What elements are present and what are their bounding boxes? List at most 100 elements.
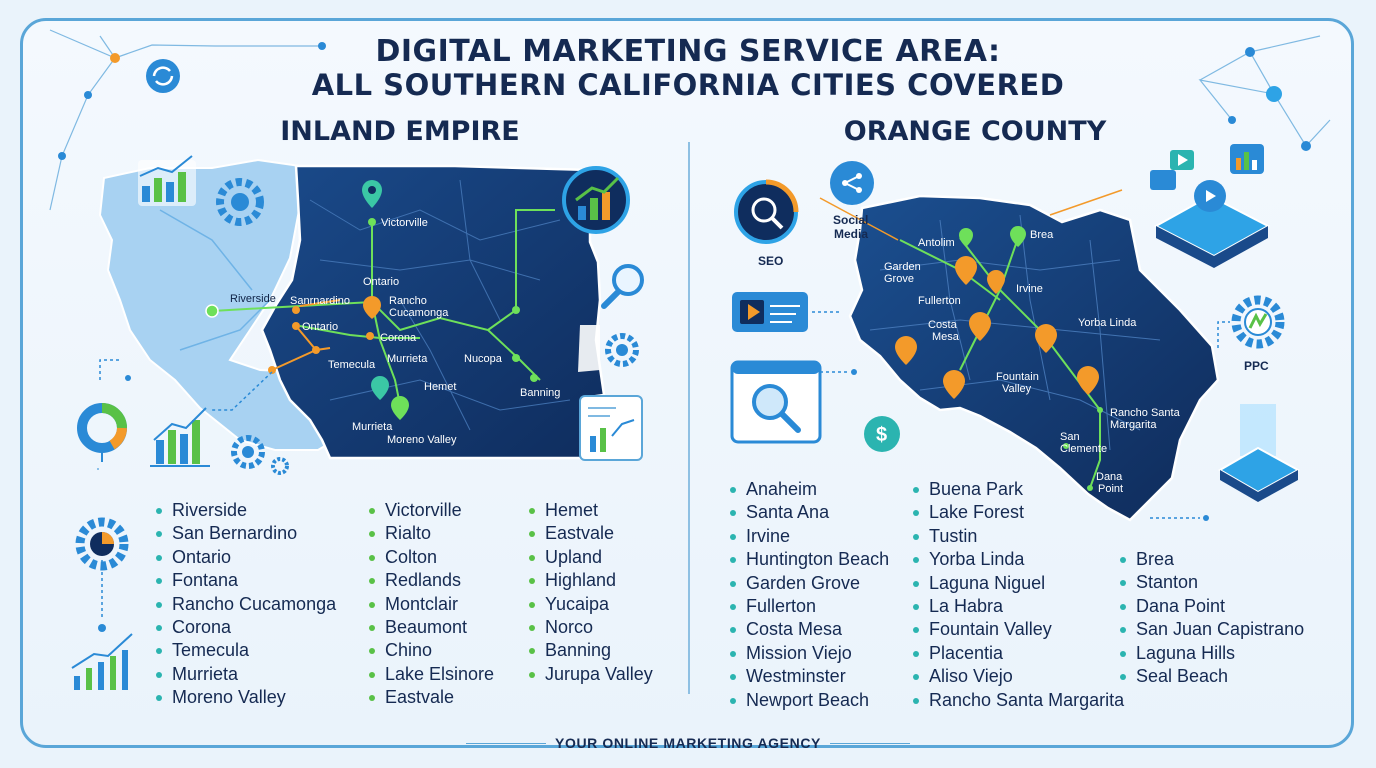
- city-list-item: Eastvale: [369, 686, 494, 709]
- gear-icon: [231, 435, 289, 475]
- orange-county-map: Antolim Brea Garden Grove Irvine Fullert…: [819, 189, 1220, 522]
- inland-empire-map: Victorville Riverside Sanrnardino Ontari…: [98, 158, 606, 460]
- map-label-ontario-top: Ontario: [363, 276, 399, 288]
- growth-chart-icon: [71, 633, 133, 690]
- map-label-banning: Banning: [520, 387, 560, 399]
- city-list-item: Newport Beach: [730, 689, 889, 712]
- map-label-san-bernardino: Sanrnardino: [290, 295, 350, 307]
- footer-tagline: YOUR ONLINE MARKETING AGENCY: [555, 735, 821, 751]
- main-title-line1: DIGITAL MARKETING SERVICE AREA:: [375, 34, 1001, 69]
- video-card-icon: [732, 292, 808, 332]
- inland-empire-cities-col1: Riverside San Bernardino Ontario Fontana…: [156, 499, 336, 710]
- city-list-item: Aliso Viejo: [913, 665, 1124, 688]
- map-label-hemet: Hemet: [424, 381, 456, 393]
- city-list-item: Irvine: [730, 525, 889, 548]
- map-label-fountain: Fountain: [996, 371, 1039, 383]
- location-pin-icon: [363, 296, 381, 319]
- city-list-item: Norco: [529, 616, 653, 639]
- city-list-item: Chino: [369, 639, 494, 662]
- map-label-fullerton: Fullerton: [918, 295, 961, 307]
- map-label-rancho-santa: Rancho Santa: [1110, 407, 1181, 419]
- search-icon: [601, 264, 644, 309]
- gear-icon: [605, 333, 639, 367]
- city-list-item: Riverside: [156, 499, 336, 522]
- location-pin-icon: [362, 180, 382, 208]
- location-pin-icon: [959, 226, 1026, 247]
- bar-chart-icon: [138, 155, 196, 206]
- orange-county-cities-col3: Brea Stanton Dana Point San Juan Capistr…: [1120, 548, 1304, 688]
- city-list-item: Rancho Santa Margarita: [913, 689, 1124, 712]
- city-list-item: Victorville: [369, 499, 494, 522]
- city-list-item: Murrieta: [156, 663, 336, 686]
- city-list-item: Montclair: [369, 593, 494, 616]
- chat-bubble-icon: [1150, 144, 1264, 190]
- city-list-item: Rancho Cucamonga: [156, 593, 336, 616]
- map-label-irvine: Irvine: [1016, 283, 1043, 295]
- city-list-item: Lake Elsinore: [369, 663, 494, 686]
- map-label-dana: Dana: [1096, 471, 1123, 483]
- map-label-clemente: Clemente: [1060, 443, 1107, 455]
- social-media-label-2: Media: [834, 227, 868, 241]
- map-label-nucopa: Nucopa: [464, 353, 503, 365]
- growth-chart-icon: [562, 166, 630, 234]
- share-icon: [830, 161, 874, 205]
- orange-county-cities-col1: Anaheim Santa Ana Irvine Huntington Beac…: [730, 478, 889, 712]
- footer-rule-right: [830, 743, 910, 744]
- city-list-item: Santa Ana: [730, 501, 889, 524]
- city-list-item: Highland: [529, 569, 653, 592]
- section-divider: [688, 142, 690, 694]
- city-list-item: Costa Mesa: [730, 618, 889, 641]
- map-label-ontario: Ontario: [302, 321, 338, 333]
- city-list-item: Colton: [369, 546, 494, 569]
- city-list-item: Hemet: [529, 499, 653, 522]
- analytics-card-icon: [579, 395, 643, 461]
- map-label-yorba-linda: Yorba Linda: [1078, 317, 1137, 329]
- city-list-item: Huntington Beach: [730, 548, 889, 571]
- seo-label: SEO: [758, 254, 783, 268]
- city-list-item: Beaumont: [369, 616, 494, 639]
- city-list-item: Anaheim: [730, 478, 889, 501]
- city-list-item: Fountain Valley: [913, 618, 1124, 641]
- map-label-point: Point: [1098, 483, 1123, 495]
- city-list-item: Buena Park: [913, 478, 1124, 501]
- orange-county-cities-col2: Buena Park Lake Forest Tustin Yorba Lind…: [913, 478, 1124, 712]
- city-list-item: Westminster: [730, 665, 889, 688]
- hologram-platform-icon: [1218, 404, 1301, 502]
- inland-empire-cities-col2: Victorville Rialto Colton Redlands Montc…: [369, 499, 494, 710]
- map-label-temecula: Temecula: [328, 359, 376, 371]
- city-list-item: Fontana: [156, 569, 336, 592]
- city-list-item: Garden Grove: [730, 572, 889, 595]
- city-list-item: Yorba Linda: [913, 548, 1124, 571]
- main-title-line2: ALL SOUTHERN CALIFORNIA CITIES COVERED: [311, 68, 1065, 102]
- map-label-antolim: Antolim: [918, 237, 955, 249]
- city-list-item: San Bernardino: [156, 522, 336, 545]
- social-media-label-1: Social: [833, 213, 868, 227]
- map-label-brea: Brea: [1030, 229, 1054, 241]
- city-list-item: Ontario: [156, 546, 336, 569]
- city-list-item: Laguna Hills: [1120, 642, 1304, 665]
- inland-empire-cities-col3: Hemet Eastvale Upland Highland Yucaipa N…: [529, 499, 653, 686]
- city-list-item: Yucaipa: [529, 593, 653, 616]
- map-label-victorville: Victorville: [381, 217, 428, 229]
- network-decoration-right: [1198, 35, 1331, 147]
- city-list-item: Dana Point: [1120, 595, 1304, 618]
- city-list-item: Upland: [529, 546, 653, 569]
- platform-pin-icon: [1153, 180, 1271, 268]
- refresh-icon: [146, 59, 180, 93]
- donut-chart-icon: [77, 403, 127, 462]
- gear-icon: [75, 517, 129, 571]
- inland-empire-heading: INLAND EMPIRE: [280, 116, 520, 147]
- city-list-item: San Juan Capistrano: [1120, 618, 1304, 641]
- map-label-moreno-valley: Moreno Valley: [387, 434, 457, 446]
- city-list-item: Laguna Niguel: [913, 572, 1124, 595]
- svg-text:$: $: [876, 424, 887, 446]
- seo-magnifier-icon: [734, 179, 799, 244]
- search-window-icon: [730, 360, 822, 444]
- map-label-riverside: Riverside: [230, 293, 276, 305]
- map-label-garden: Garden: [884, 261, 921, 273]
- map-label-corona: Corona: [380, 332, 417, 344]
- city-list-item: Banning: [529, 639, 653, 662]
- location-pin-icon: [371, 376, 409, 420]
- location-pin-icon: [895, 256, 1099, 399]
